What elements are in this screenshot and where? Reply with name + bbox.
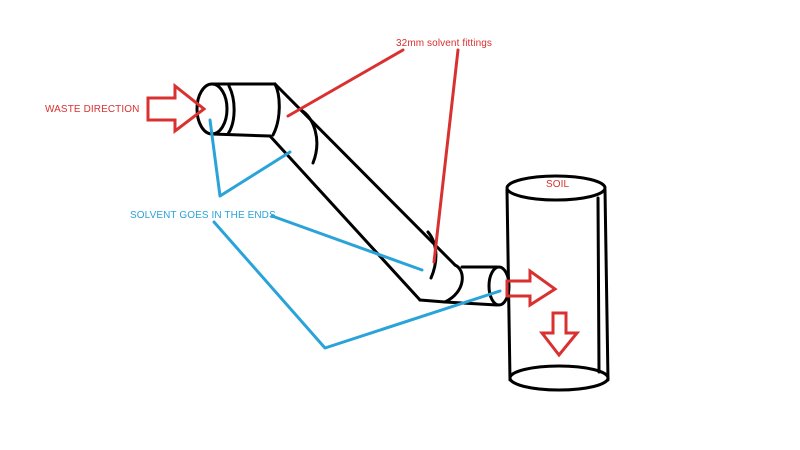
solvent-leader-bottom [212, 220, 502, 350]
soil-label: SOIL [546, 179, 570, 190]
inlet-collar [226, 84, 236, 136]
arrows [146, 82, 581, 358]
outlet-bottom-edge [443, 300, 499, 307]
soil-stack-inner-wall [596, 196, 601, 374]
soil-stack-top-ellipse [505, 174, 607, 202]
waste-direction-label: WASTE DIRECTION [45, 104, 139, 115]
outlet-mouth [487, 265, 511, 307]
diagonal-pipe [268, 82, 457, 302]
arrow-right-icon [505, 268, 558, 308]
fittings-leader-upper [286, 48, 405, 118]
fittings-leaders [286, 48, 460, 264]
outlet-elbow-curve [418, 263, 464, 304]
solvent-leader-top [208, 118, 292, 198]
soil-stack [505, 174, 610, 392]
diagonal-upper-joint [299, 108, 319, 165]
arrow-down-icon [538, 311, 581, 358]
solvent-leaders [208, 118, 502, 350]
inlet-fitting [195, 82, 281, 138]
solvent-ends-label: SOLVENT GOES IN THE ENDS [130, 210, 276, 221]
outlet-fitting [418, 263, 511, 307]
fittings-leader-lower [432, 48, 460, 264]
soil-stack-bottom-ellipse [508, 364, 610, 392]
fittings-label: 32mm solvent fittings [396, 38, 492, 49]
soil-stack-right-wall [603, 188, 610, 382]
inlet-bottom-edge [210, 132, 272, 138]
solvent-leader-middle [270, 214, 424, 272]
inlet-elbow-curve [271, 82, 281, 137]
diagonal-pipe-bottom-edge [268, 134, 422, 302]
arrow-right-icon [146, 82, 207, 135]
